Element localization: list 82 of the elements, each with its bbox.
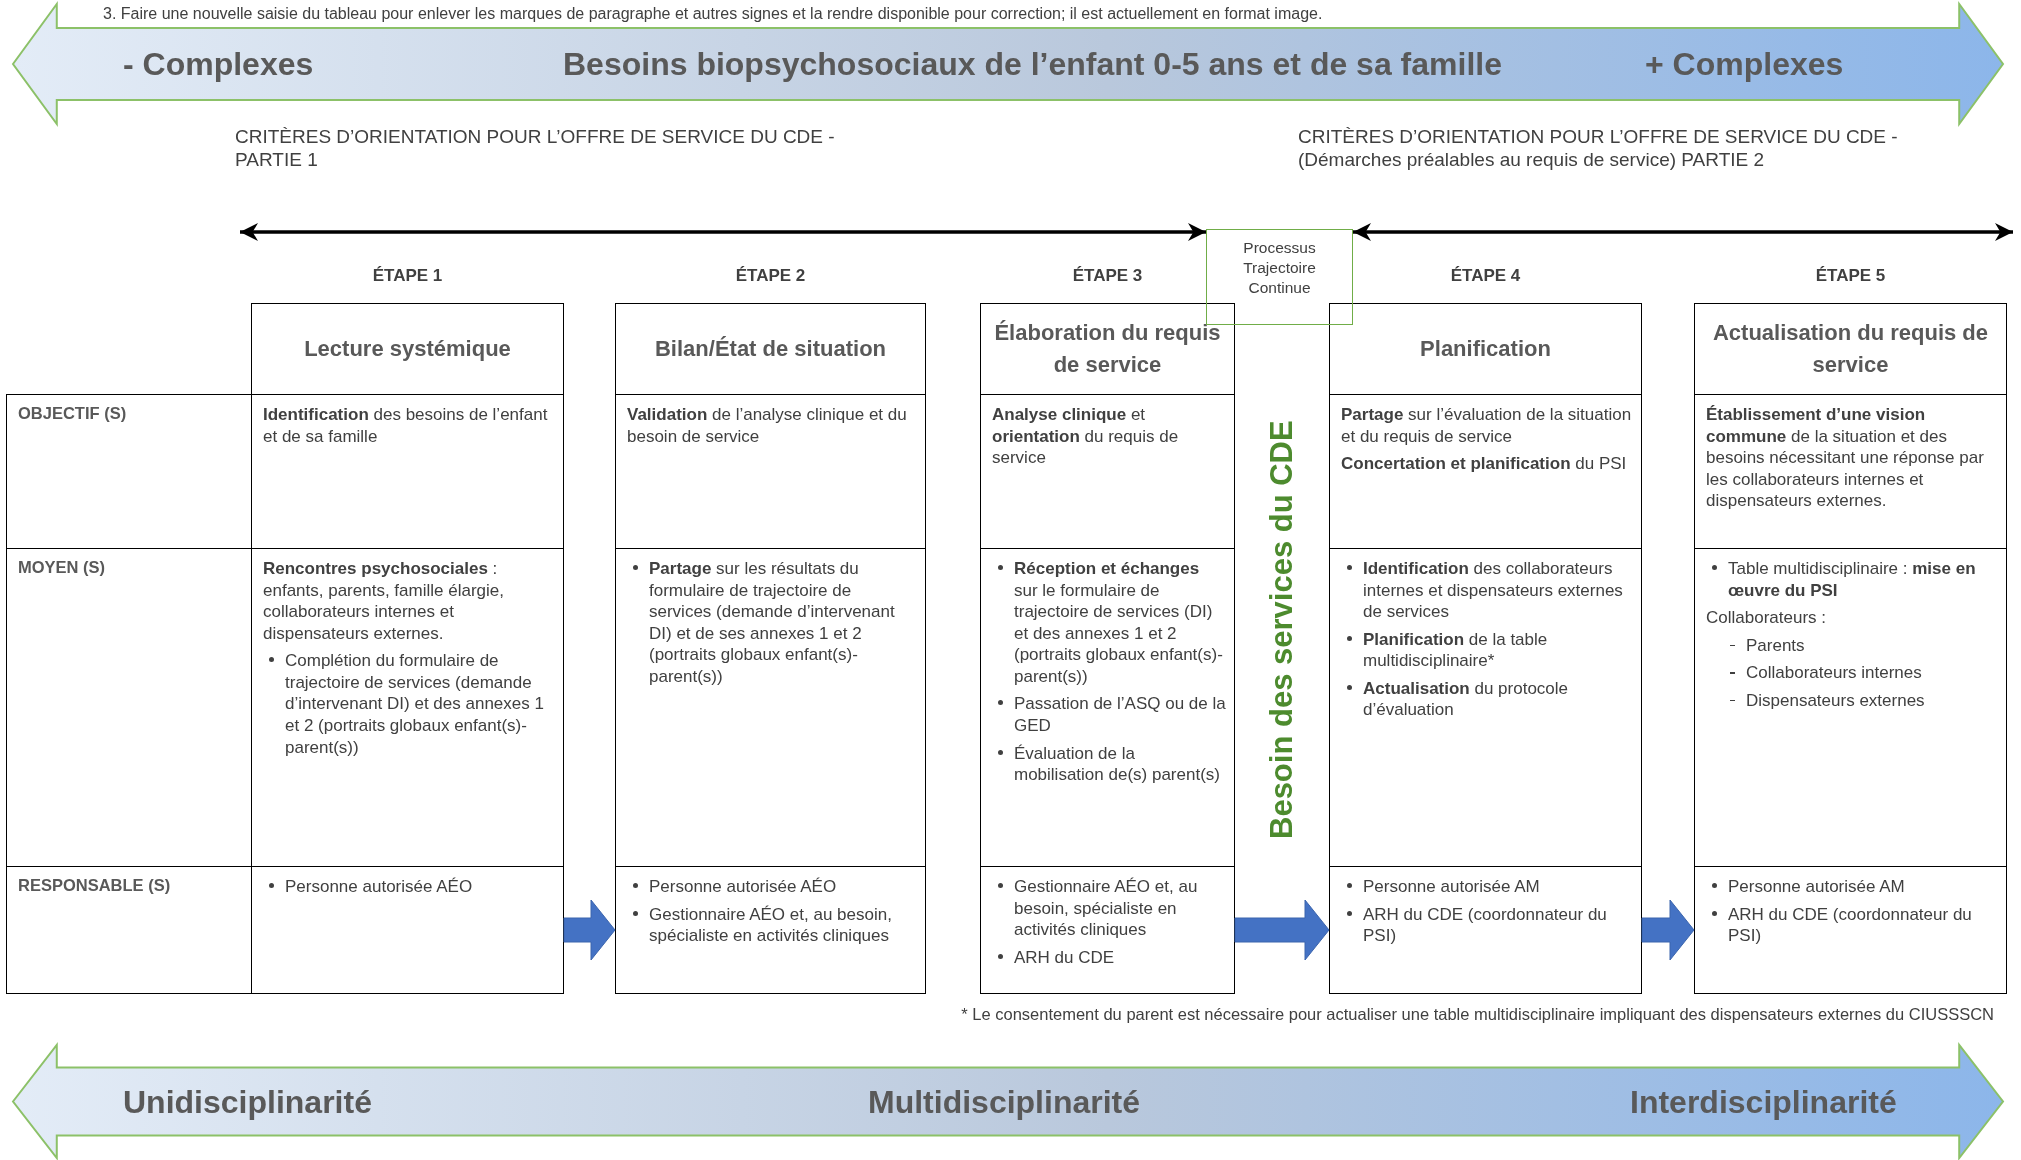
step-label: ÉTAPE 2 bbox=[735, 266, 806, 286]
step-title: Élaboration du requis de service bbox=[993, 319, 1222, 379]
row-header-cell bbox=[6, 394, 252, 550]
process-label: Processus Trajectoire Continue bbox=[1242, 238, 1317, 299]
step-title-cell bbox=[251, 303, 564, 395]
list-item: ARH du CDE (coordonnateur du PSI) bbox=[1706, 903, 1998, 947]
table-cell bbox=[1329, 394, 1642, 550]
list-item: Actualisation du protocole d’évaluation bbox=[1341, 677, 1633, 722]
step-title: Bilan/État de situation bbox=[655, 335, 886, 364]
table-cell bbox=[615, 394, 926, 550]
list-item: Identification des collaborateurs internes et dispensateurs externes de services bbox=[1341, 558, 1633, 623]
list-item: Personne autorisée AÉO bbox=[627, 876, 917, 898]
table-cell bbox=[1694, 866, 2007, 994]
process-box bbox=[1206, 229, 1353, 325]
cell-text: Analyse clinique et orientation du requis de service bbox=[992, 404, 1180, 469]
table-cell bbox=[980, 394, 1235, 550]
list-item: Évaluation de la mobilisation de(s) parent(s) bbox=[992, 742, 1226, 786]
list-item: Table multidisciplinaire : mise en œuvre du PSI bbox=[1706, 558, 1998, 602]
table-cell bbox=[980, 866, 1235, 994]
row-header-cell bbox=[6, 866, 252, 994]
step-title-cell bbox=[1329, 303, 1642, 395]
band-text: Interdisciplinarité bbox=[1630, 1083, 1897, 1120]
list-item: Personne autorisée AM bbox=[1341, 876, 1633, 898]
list-item: Gestionnaire AÉO et, au besoin, spécialiste en activités cliniques bbox=[992, 876, 1226, 941]
table-cell bbox=[1329, 548, 1642, 868]
table-cell bbox=[1694, 548, 2007, 868]
list-item: Personne autorisée AÉO bbox=[263, 876, 555, 898]
list-item: Parents bbox=[1706, 634, 1998, 657]
step-title-cell bbox=[980, 303, 1235, 395]
table-cell bbox=[1694, 394, 2007, 550]
cell-text: Collaborateurs : bbox=[1706, 607, 1827, 629]
step-title-cell bbox=[1694, 303, 2007, 395]
row-label: OBJECTIF (S) bbox=[18, 404, 127, 422]
cell-text: Rencontres psychosociales : enfants, parents, famille élargie, collaborateurs internes et dispensateurs externes. bbox=[263, 558, 505, 645]
block-arrow bbox=[1641, 899, 1695, 961]
table-cell bbox=[251, 866, 564, 994]
cell-text: Partage sur l’évaluation de la situation et du requis de service bbox=[1341, 404, 1633, 448]
band-text: + Complexes bbox=[1645, 45, 1844, 83]
vertical-heading: Besoin des services du CDE bbox=[1264, 419, 1300, 842]
list-item: Dispensateurs externes bbox=[1706, 689, 1998, 712]
double-arrow bbox=[1353, 223, 2013, 241]
block-arrow bbox=[1234, 899, 1330, 961]
cell-text: Établissement d’une vision commune de la situation et des besoins nécessitant une réponse par les collaborateurs internes et dispensateurs externes. bbox=[1706, 404, 1985, 512]
footnote: * Le consentement du parent est nécessaire pour actualiser une table multidisciplinaire impliquant des dispensateurs externes du CIUSSSCN bbox=[961, 1005, 1994, 1024]
step-title: Planification bbox=[1420, 335, 1551, 364]
band-text: Unidisciplinarité bbox=[123, 1083, 372, 1120]
table-cell bbox=[251, 548, 564, 868]
row-label: MOYEN (S) bbox=[18, 558, 106, 576]
band-text: Multidisciplinarité bbox=[868, 1083, 1141, 1120]
step-label: ÉTAPE 1 bbox=[372, 266, 443, 286]
table-cell bbox=[615, 548, 926, 868]
list-item: Gestionnaire AÉO et, au besoin, spécialiste en activités cliniques bbox=[627, 903, 917, 947]
row-header-cell bbox=[6, 548, 252, 868]
criteria-heading: CRITÈRES D’ORIENTATION POUR L’OFFRE DE SERVICE DU CDE - (Démarches préalables au requis de service) PARTIE 2 bbox=[1298, 126, 1899, 172]
cell-text: Concertation et planification du PSI bbox=[1341, 453, 1628, 475]
block-arrow bbox=[563, 899, 616, 961]
list-item: Planification de la table multidisciplinaire* bbox=[1341, 628, 1633, 672]
step-title: Lecture systémique bbox=[304, 335, 511, 364]
row-label: RESPONSABLE (S) bbox=[18, 876, 171, 894]
list-item: Personne autorisée AM bbox=[1706, 876, 1998, 898]
list-item: Collaborateurs internes bbox=[1706, 662, 1998, 684]
double-arrow bbox=[240, 223, 1206, 241]
step-title-cell bbox=[615, 303, 926, 395]
table-cell bbox=[980, 548, 1235, 868]
list-item: ARH du CDE bbox=[992, 946, 1226, 969]
note-text: 3. Faire une nouvelle saisie du tableau pour enlever les marques de paragraphe et autres signes et la rendre disponible pour correction; il est actuellement en format image. bbox=[103, 4, 1324, 24]
step-label: ÉTAPE 5 bbox=[1815, 266, 1886, 286]
table-cell bbox=[615, 866, 926, 994]
table-cell bbox=[1329, 866, 1642, 994]
list-item: Partage sur les résultats du formulaire de trajectoire de services (demande d’intervenant DI) et de ses annexes 1 et 2 (portraits globaux enfant(s)-parent(s)) bbox=[627, 558, 917, 688]
list-item: Complétion du formulaire de trajectoire de services (demande d’intervenant DI) et des annexes 1 et 2 (portraits globaux enfant(s)-parent(s)) bbox=[263, 650, 555, 759]
step-title: Actualisation du requis de service bbox=[1711, 319, 1989, 379]
step-label: ÉTAPE 4 bbox=[1450, 266, 1521, 286]
band-text: Besoins biopsychosociaux de l’enfant 0-5 ans et de sa famille bbox=[563, 45, 1502, 83]
list-item: ARH du CDE (coordonnateur du PSI) bbox=[1341, 903, 1633, 947]
list-item: Passation de l’ASQ ou de la GED bbox=[992, 693, 1226, 737]
step-label: ÉTAPE 3 bbox=[1072, 266, 1143, 286]
band-text: - Complexes bbox=[123, 45, 314, 83]
list-item: Réception et échanges sur le formulaire de trajectoire de services (DI) et des annexes 1 et 2 (portraits globaux enfant(s)-parent(s)) bbox=[992, 558, 1226, 688]
cell-text: Validation de l’analyse clinique et du besoin de service bbox=[627, 404, 908, 448]
criteria-heading: CRITÈRES D’ORIENTATION POUR L’OFFRE DE SERVICE DU CDE - PARTIE 1 bbox=[235, 126, 836, 172]
cell-text: Identification des besoins de l’enfant et de sa famille bbox=[263, 404, 549, 448]
